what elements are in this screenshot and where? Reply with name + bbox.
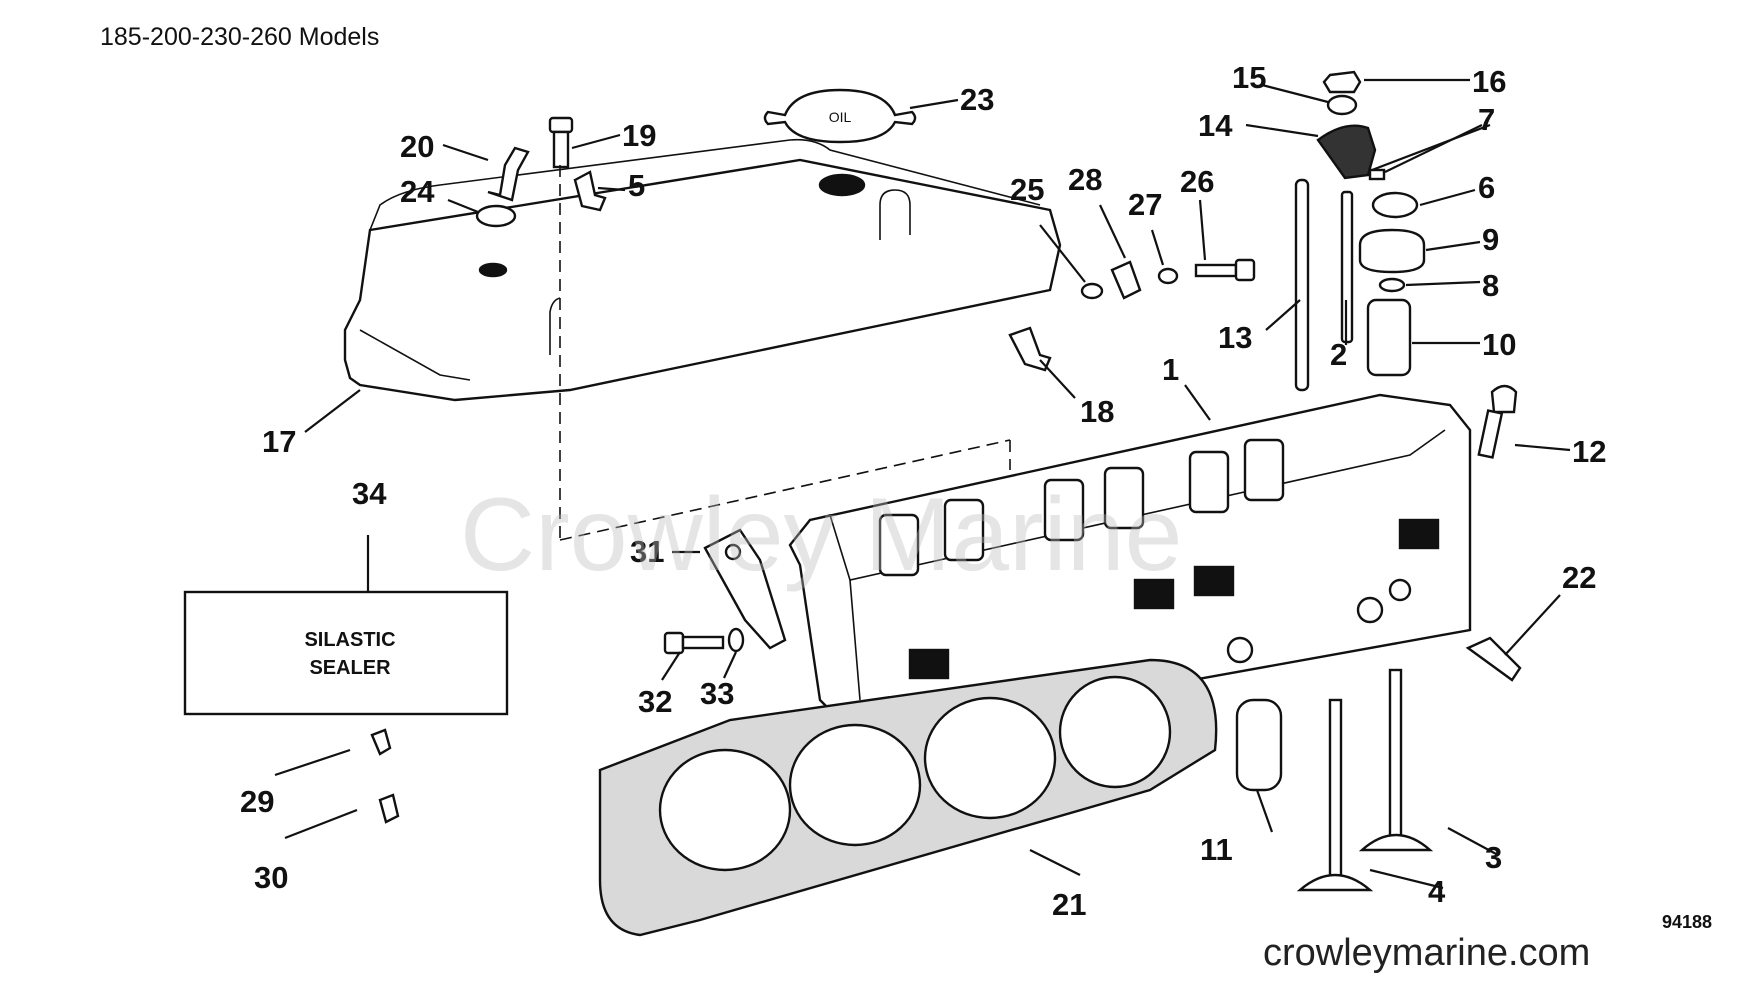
sealer-label-line2: SEALER — [309, 657, 391, 679]
callout-8: 8 — [1482, 268, 1499, 303]
valve-shield-9 — [1358, 228, 1426, 274]
site-url: crowleymarine.com — [1263, 932, 1590, 974]
callout-30: 30 — [254, 860, 288, 895]
clip-18 — [1008, 326, 1052, 372]
valve-lifter-11 — [1235, 698, 1283, 792]
rocker-cover — [343, 138, 1062, 402]
callout-27: 27 — [1128, 187, 1162, 222]
callout-17: 17 — [262, 424, 296, 459]
sealer-label-line1: SILASTIC — [304, 629, 395, 651]
alignment-dashes — [559, 165, 1011, 541]
cylinder-head — [788, 393, 1472, 742]
callout-18: 18 — [1080, 394, 1114, 429]
callout-6: 6 — [1478, 170, 1495, 205]
valve-spring-10 — [1366, 298, 1412, 377]
bolt-19 — [548, 116, 574, 169]
callout-5: 5 — [628, 168, 645, 203]
temp-sender-22 — [1465, 636, 1522, 682]
callout-12: 12 — [1572, 434, 1606, 469]
callout-10: 10 — [1482, 327, 1516, 362]
callout-13: 13 — [1218, 320, 1252, 355]
valve-spring-row — [878, 438, 1285, 577]
elbow-fitting-20 — [487, 146, 530, 202]
clip-29 — [370, 728, 392, 756]
callout-24: 24 — [400, 174, 435, 209]
callout-7: 7 — [1478, 102, 1495, 137]
bracket-hole — [724, 543, 742, 561]
callout-19: 19 — [622, 118, 656, 153]
bolt-32 — [663, 631, 725, 655]
callout-22: 22 — [1562, 560, 1596, 595]
callout-11: 11 — [1200, 832, 1233, 867]
oil-seal-8 — [1378, 277, 1406, 293]
callout-3: 3 — [1485, 840, 1502, 875]
models-title: 185-200-230-260 Models — [100, 23, 379, 51]
oil-cap-text: OIL — [829, 109, 852, 125]
callout-16: 16 — [1472, 64, 1506, 99]
head-gasket — [598, 658, 1218, 937]
rocker-ball-15 — [1326, 94, 1358, 116]
spring-cap-6 — [1371, 191, 1419, 219]
callout-25: 25 — [1010, 172, 1044, 207]
head-bolt-12 — [1477, 384, 1518, 459]
callout-21: 21 — [1052, 887, 1086, 922]
callout-9: 9 — [1482, 222, 1499, 257]
pushrod-13 — [1294, 178, 1310, 392]
clip-30 — [378, 793, 400, 824]
callout-34: 34 — [352, 476, 387, 511]
bracket-31 — [703, 528, 787, 650]
callout-26: 26 — [1180, 164, 1214, 199]
figure-number: 94188 — [1662, 912, 1712, 932]
callout-numbers: 1 2 3 4 5 6 7 8 9 10 11 12 13 14 15 16 1… — [240, 60, 1606, 922]
callout-14: 14 — [1198, 108, 1233, 143]
valve-keepers-7 — [1368, 168, 1386, 181]
callout-1: 1 — [1162, 352, 1179, 387]
grommet-24 — [475, 204, 517, 228]
silastic-sealer-box: SILASTIC SEALER — [183, 590, 509, 716]
callout-33: 33 — [700, 676, 734, 711]
washer-33 — [727, 627, 745, 653]
intake-valve-3 — [1358, 668, 1434, 852]
callout-29: 29 — [240, 784, 274, 819]
clip-28 — [1110, 260, 1142, 300]
callout-32: 32 — [638, 684, 672, 719]
callout-20: 20 — [400, 129, 434, 164]
washer-27 — [1157, 267, 1179, 285]
callout-15: 15 — [1232, 60, 1266, 95]
callout-31: 31 — [630, 534, 664, 569]
callout-28: 28 — [1068, 162, 1102, 197]
callout-2: 2 — [1330, 337, 1347, 372]
callout-23: 23 — [960, 82, 994, 117]
bolt-26 — [1194, 258, 1256, 282]
intake-ports — [908, 518, 1440, 680]
rocker-arm-14 — [1316, 124, 1377, 180]
clip-5 — [573, 170, 607, 212]
exhaust-valve-4 — [1296, 698, 1374, 892]
callout-4: 4 — [1428, 874, 1446, 909]
rocker-nut-16 — [1322, 70, 1362, 94]
oil-filler-cap: OIL — [763, 88, 917, 144]
watermark: Crowley Marine — [460, 477, 1182, 593]
leader-lines — [274, 78, 1571, 890]
washer-25 — [1080, 282, 1104, 300]
